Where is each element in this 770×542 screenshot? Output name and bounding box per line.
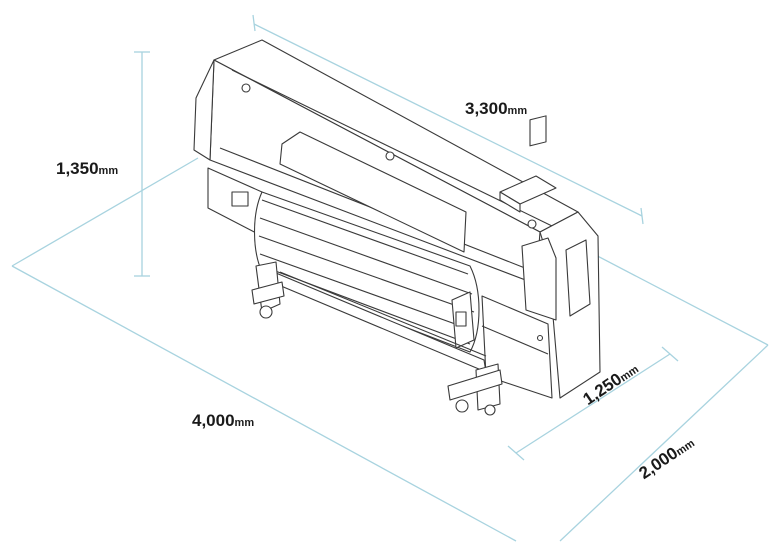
- caster-icon: [259, 305, 273, 319]
- left-panel-label: [231, 191, 249, 207]
- floor-footprint: [11, 157, 769, 542]
- height-label: 1,350mm: [56, 159, 119, 178]
- floor-length-label: 4,000mm: [192, 411, 255, 430]
- height-dimension-line: [134, 51, 150, 277]
- screw-icon: [241, 83, 251, 93]
- length-label: 3,300mm: [465, 99, 528, 118]
- printer-drawing: [193, 39, 601, 416]
- caster-icon: [455, 399, 469, 413]
- screw-icon: [527, 219, 537, 229]
- screw-icon: [385, 151, 395, 161]
- length-dimension-line: [252, 14, 644, 225]
- control-screen: [529, 115, 547, 147]
- depth-dimension-line: [507, 346, 679, 461]
